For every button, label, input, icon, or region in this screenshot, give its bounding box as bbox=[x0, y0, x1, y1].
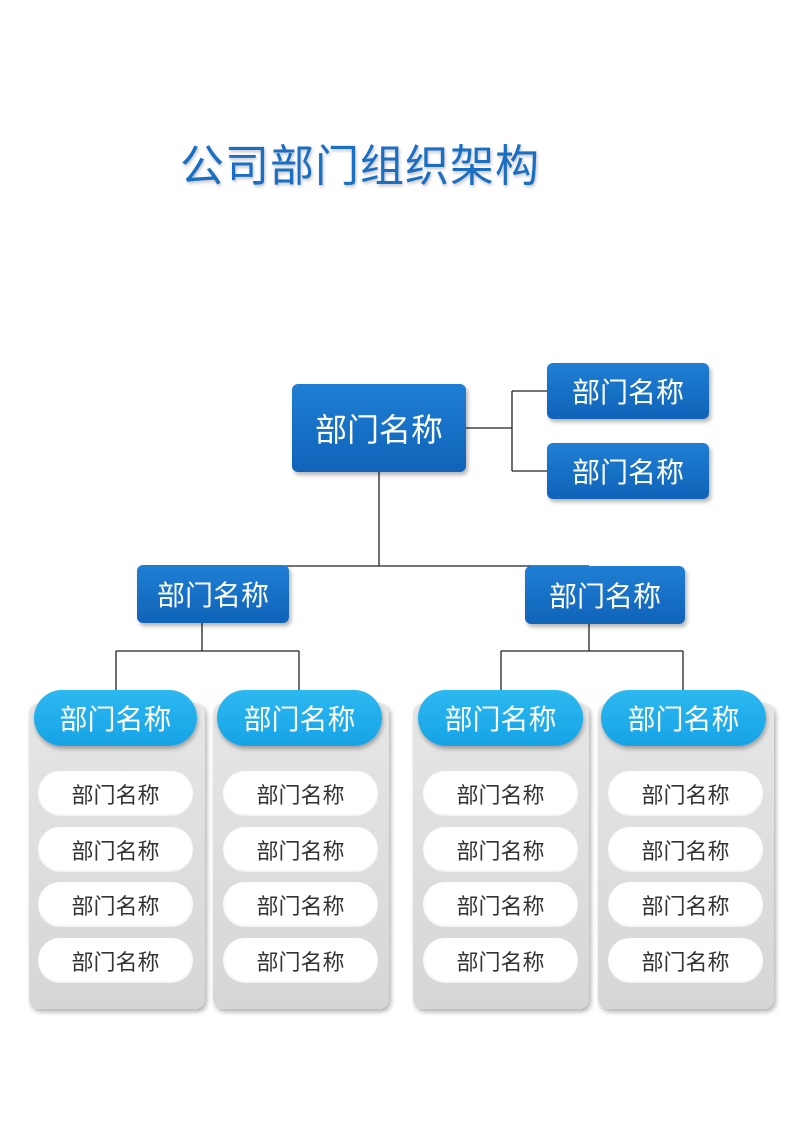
group-2-item[interactable]: 部门名称 bbox=[223, 827, 378, 872]
group-1-item[interactable]: 部门名称 bbox=[38, 938, 193, 983]
group-head-3[interactable]: 部门名称 bbox=[418, 690, 583, 746]
level2-department-left[interactable]: 部门名称 bbox=[137, 565, 289, 623]
group-head-1[interactable]: 部门名称 bbox=[34, 690, 197, 746]
group-head-2[interactable]: 部门名称 bbox=[217, 690, 382, 746]
group-head-4[interactable]: 部门名称 bbox=[601, 690, 766, 746]
group-1-item[interactable]: 部门名称 bbox=[38, 771, 193, 816]
group-4-item[interactable]: 部门名称 bbox=[608, 771, 763, 816]
group-4-item[interactable]: 部门名称 bbox=[608, 827, 763, 872]
group-3-item[interactable]: 部门名称 bbox=[423, 882, 578, 927]
group-4-item[interactable]: 部门名称 bbox=[608, 882, 763, 927]
group-3-item[interactable]: 部门名称 bbox=[423, 938, 578, 983]
group-2-item[interactable]: 部门名称 bbox=[223, 882, 378, 927]
group-3-item[interactable]: 部门名称 bbox=[423, 771, 578, 816]
group-1-item[interactable]: 部门名称 bbox=[38, 827, 193, 872]
page-title: 公司部门组织架构 bbox=[180, 141, 540, 192]
group-1-item[interactable]: 部门名称 bbox=[38, 882, 193, 927]
side-department-2[interactable]: 部门名称 bbox=[547, 443, 709, 499]
side-department-1[interactable]: 部门名称 bbox=[547, 363, 709, 419]
root-department-box[interactable]: 部门名称 bbox=[292, 384, 466, 472]
level2-department-right[interactable]: 部门名称 bbox=[525, 566, 685, 624]
group-2-item[interactable]: 部门名称 bbox=[223, 771, 378, 816]
group-2-item[interactable]: 部门名称 bbox=[223, 938, 378, 983]
group-4-item[interactable]: 部门名称 bbox=[608, 938, 763, 983]
group-3-item[interactable]: 部门名称 bbox=[423, 827, 578, 872]
